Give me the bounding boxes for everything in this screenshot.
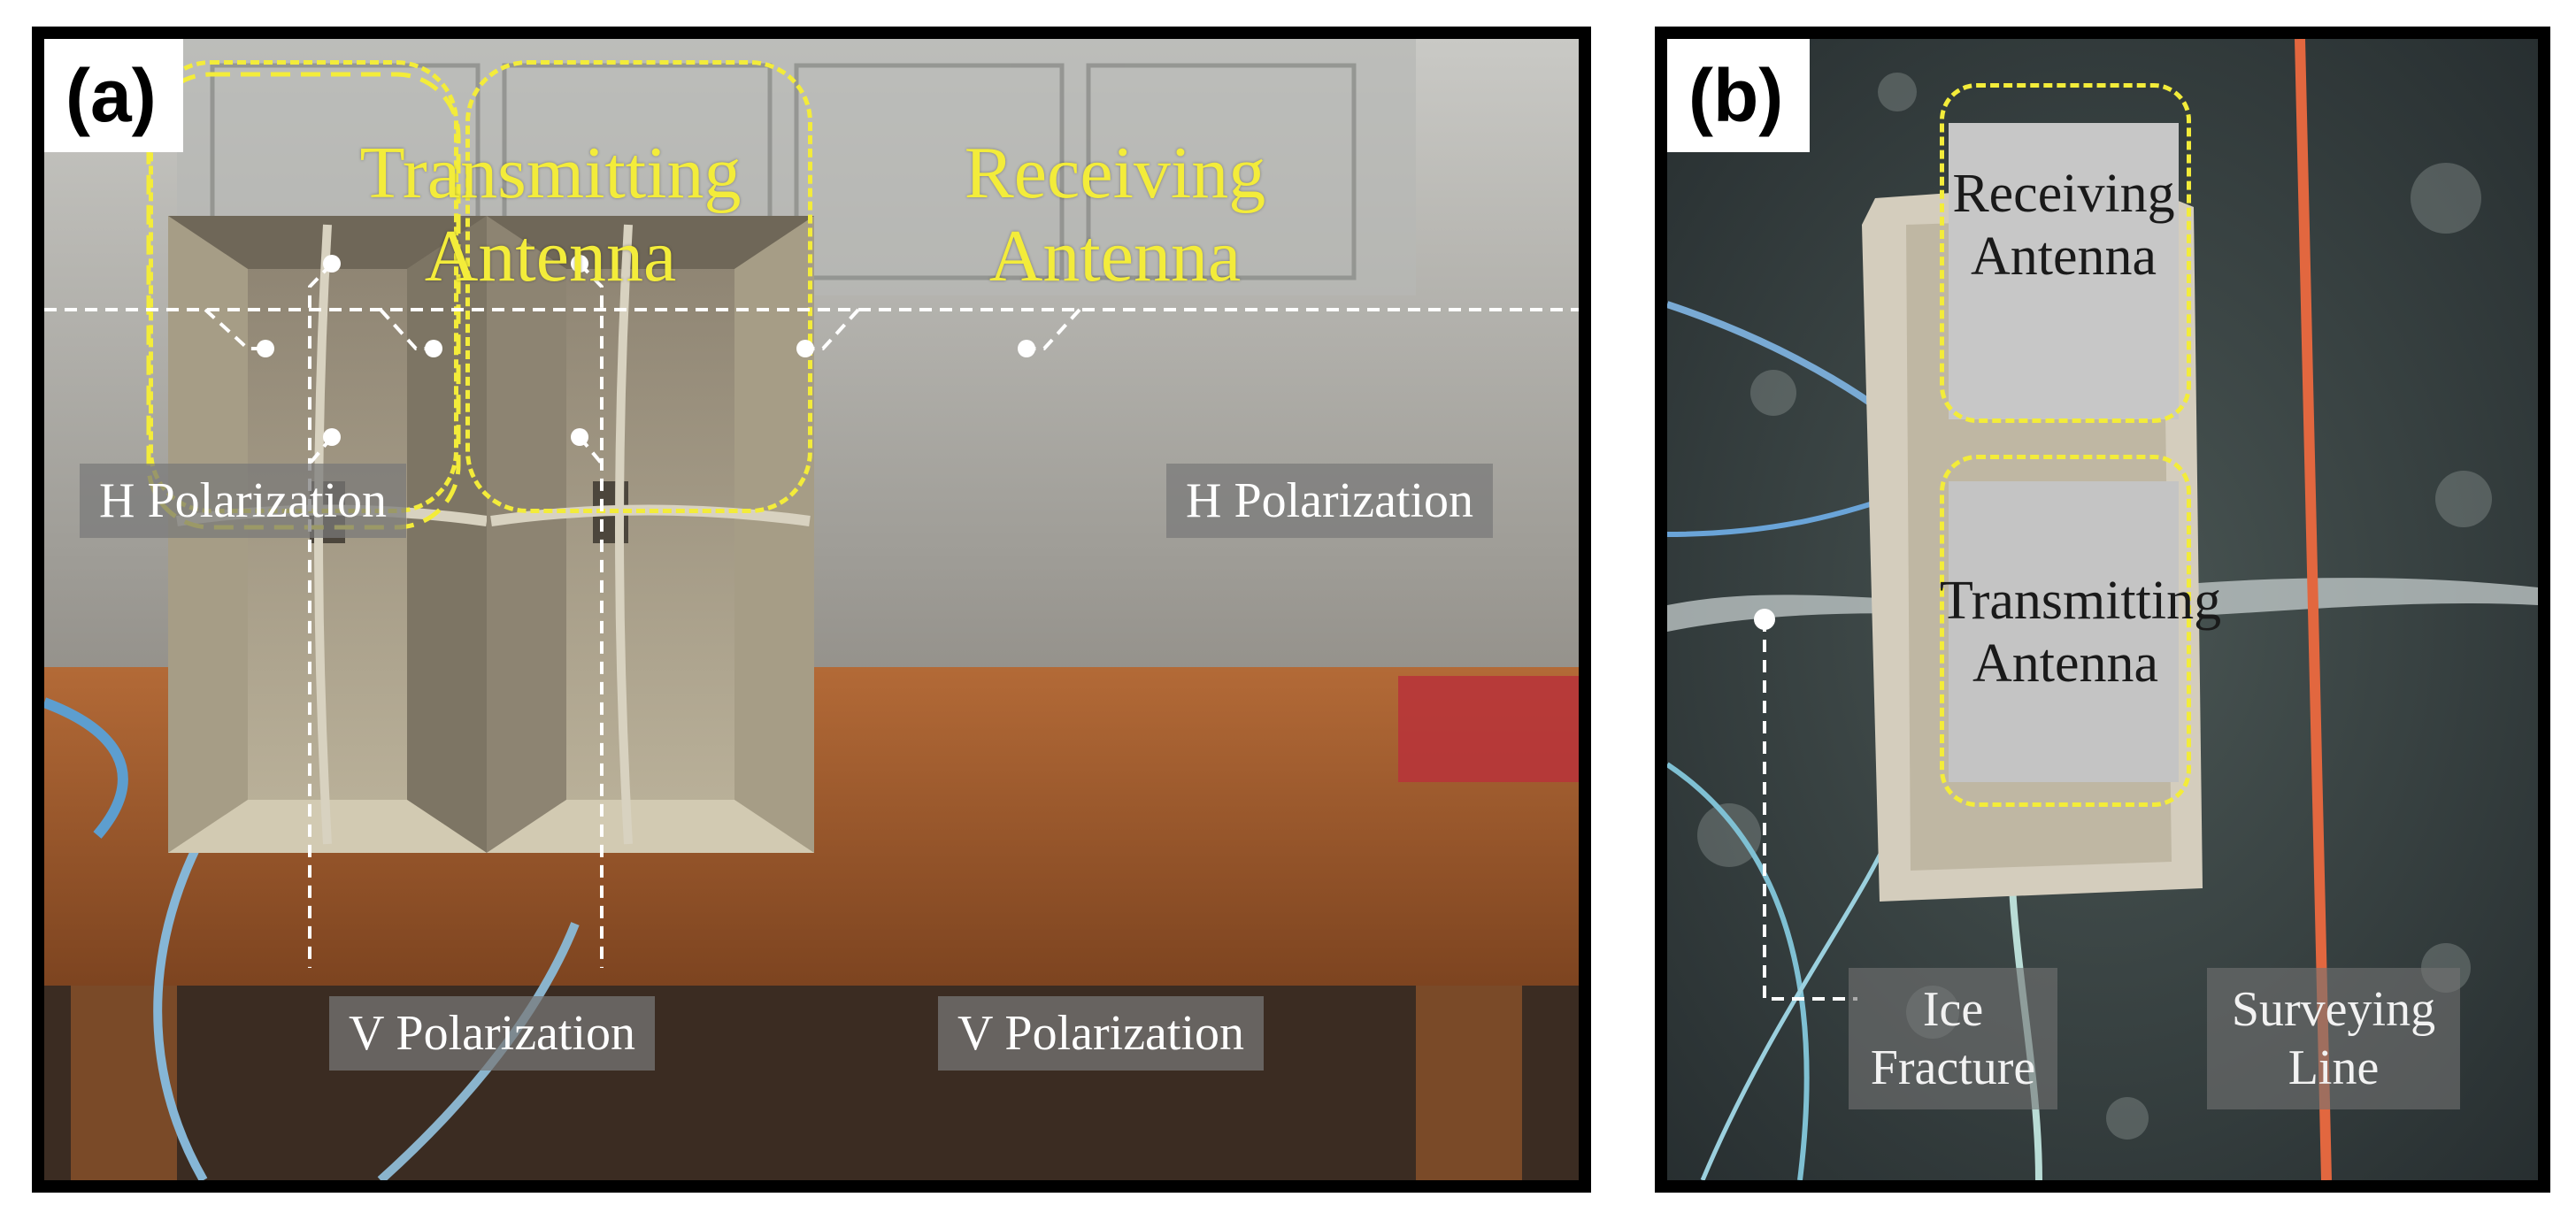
ice-fracture-leader	[1754, 609, 1857, 1001]
v-polarization-right-label: V Polarization	[938, 996, 1265, 1071]
receiving-antenna-outline	[465, 60, 812, 513]
ice-fracture-label: Ice Fracture	[1849, 968, 2057, 1110]
receiving-antenna-outline-b	[1940, 83, 2191, 423]
h-polarization-left-label: H Polarization	[80, 464, 407, 538]
receiving-antenna-label: Receiving Antenna	[964, 132, 1266, 298]
receiving-antenna-label-b: Receiving Antenna	[1952, 164, 2175, 288]
v-polarization-left-label: V Polarization	[329, 996, 656, 1071]
transmitting-antenna-label: Transmitting Antenna	[359, 132, 742, 298]
panel-b-field-photo: (b) Receiving Antenna Transmitting Anten…	[1655, 27, 2550, 1193]
transmitting-antenna-label-b: Transmitting Antenna	[1940, 571, 2222, 695]
surveying-line-label: Surveying Line	[2207, 968, 2460, 1110]
transmitting-antenna-outline-b	[1940, 455, 2191, 807]
polarization-leader-lines	[44, 255, 1579, 968]
h-polarization-right-label: H Polarization	[1166, 464, 1494, 538]
panel-b-letter: (b)	[1667, 39, 1811, 152]
panel-a-antenna-photo: (a) Transmitting Antenna Receiving Anten…	[32, 27, 1591, 1193]
field-ice-scene	[1667, 39, 2538, 1180]
panel-a-letter: (a)	[44, 39, 183, 152]
